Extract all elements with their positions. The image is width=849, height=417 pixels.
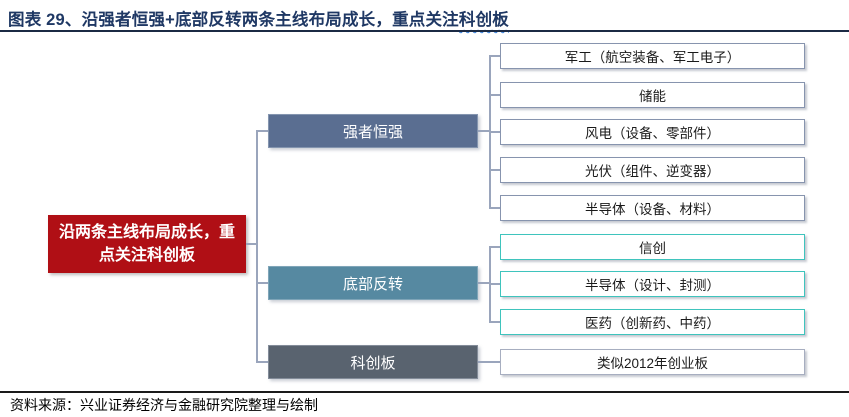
- leaf-xinchuang: 信创: [500, 234, 805, 260]
- leaf-wind-power: 风电（设备、零部件）: [500, 119, 805, 145]
- footer-divider: [0, 391, 849, 393]
- connector-to-strong: [256, 130, 269, 132]
- connector-trunk: [256, 130, 258, 363]
- connector-to-star: [256, 361, 269, 363]
- leaf-military: 军工（航空装备、军工电子）: [500, 43, 805, 69]
- leaf-semi-design: 半导体（设计、封测）: [500, 271, 805, 297]
- leaf-energy-storage: 储能: [500, 82, 805, 108]
- connector-strong-leaf1: [489, 55, 500, 57]
- connector-strong-leaf3: [489, 131, 500, 133]
- leaf-star-analogy: 类似2012年创业板: [500, 349, 805, 375]
- connector-reversal-leaf3: [489, 321, 500, 323]
- leaf-solar: 光伏（组件、逆变器）: [500, 157, 805, 183]
- connector-strong-leaf2: [489, 94, 500, 96]
- connector-root-stub: [246, 243, 258, 245]
- connector-strong-leaf5: [489, 207, 500, 209]
- source-note: 资料来源：兴业证券经济与金融研究院整理与绘制: [10, 399, 318, 414]
- figure-title: 图表 29、沿强者恒强+底部反转两条主线布局成长，重点关注科创板: [8, 6, 509, 30]
- branch-strong: 强者恒强: [268, 114, 478, 148]
- branch-reversal: 底部反转: [268, 266, 478, 300]
- figure-title-emphasis: 科创板: [458, 11, 509, 29]
- root-thesis-box: 沿两条主线布局成长，重点关注科创板: [48, 215, 246, 273]
- connector-strong-stub: [478, 130, 490, 132]
- connector-star-leaf: [478, 361, 500, 363]
- leaf-pharma: 医药（创新药、中药）: [500, 309, 805, 335]
- connector-to-reversal: [256, 282, 269, 284]
- leaf-semi-equipment: 半导体（设备、材料）: [500, 195, 805, 221]
- connector-strong-leaf4: [489, 169, 500, 171]
- connector-reversal-leaf1: [489, 246, 500, 248]
- connector-reversal-leaf2: [489, 283, 500, 285]
- figure-number: 图表 29、: [8, 11, 82, 29]
- branch-star: 科创板: [268, 345, 478, 379]
- figure-title-text: 沿强者恒强+底部反转两条主线布局成长，重点关注: [81, 11, 459, 29]
- connector-reversal-stub: [478, 282, 490, 284]
- title-divider: [0, 30, 849, 32]
